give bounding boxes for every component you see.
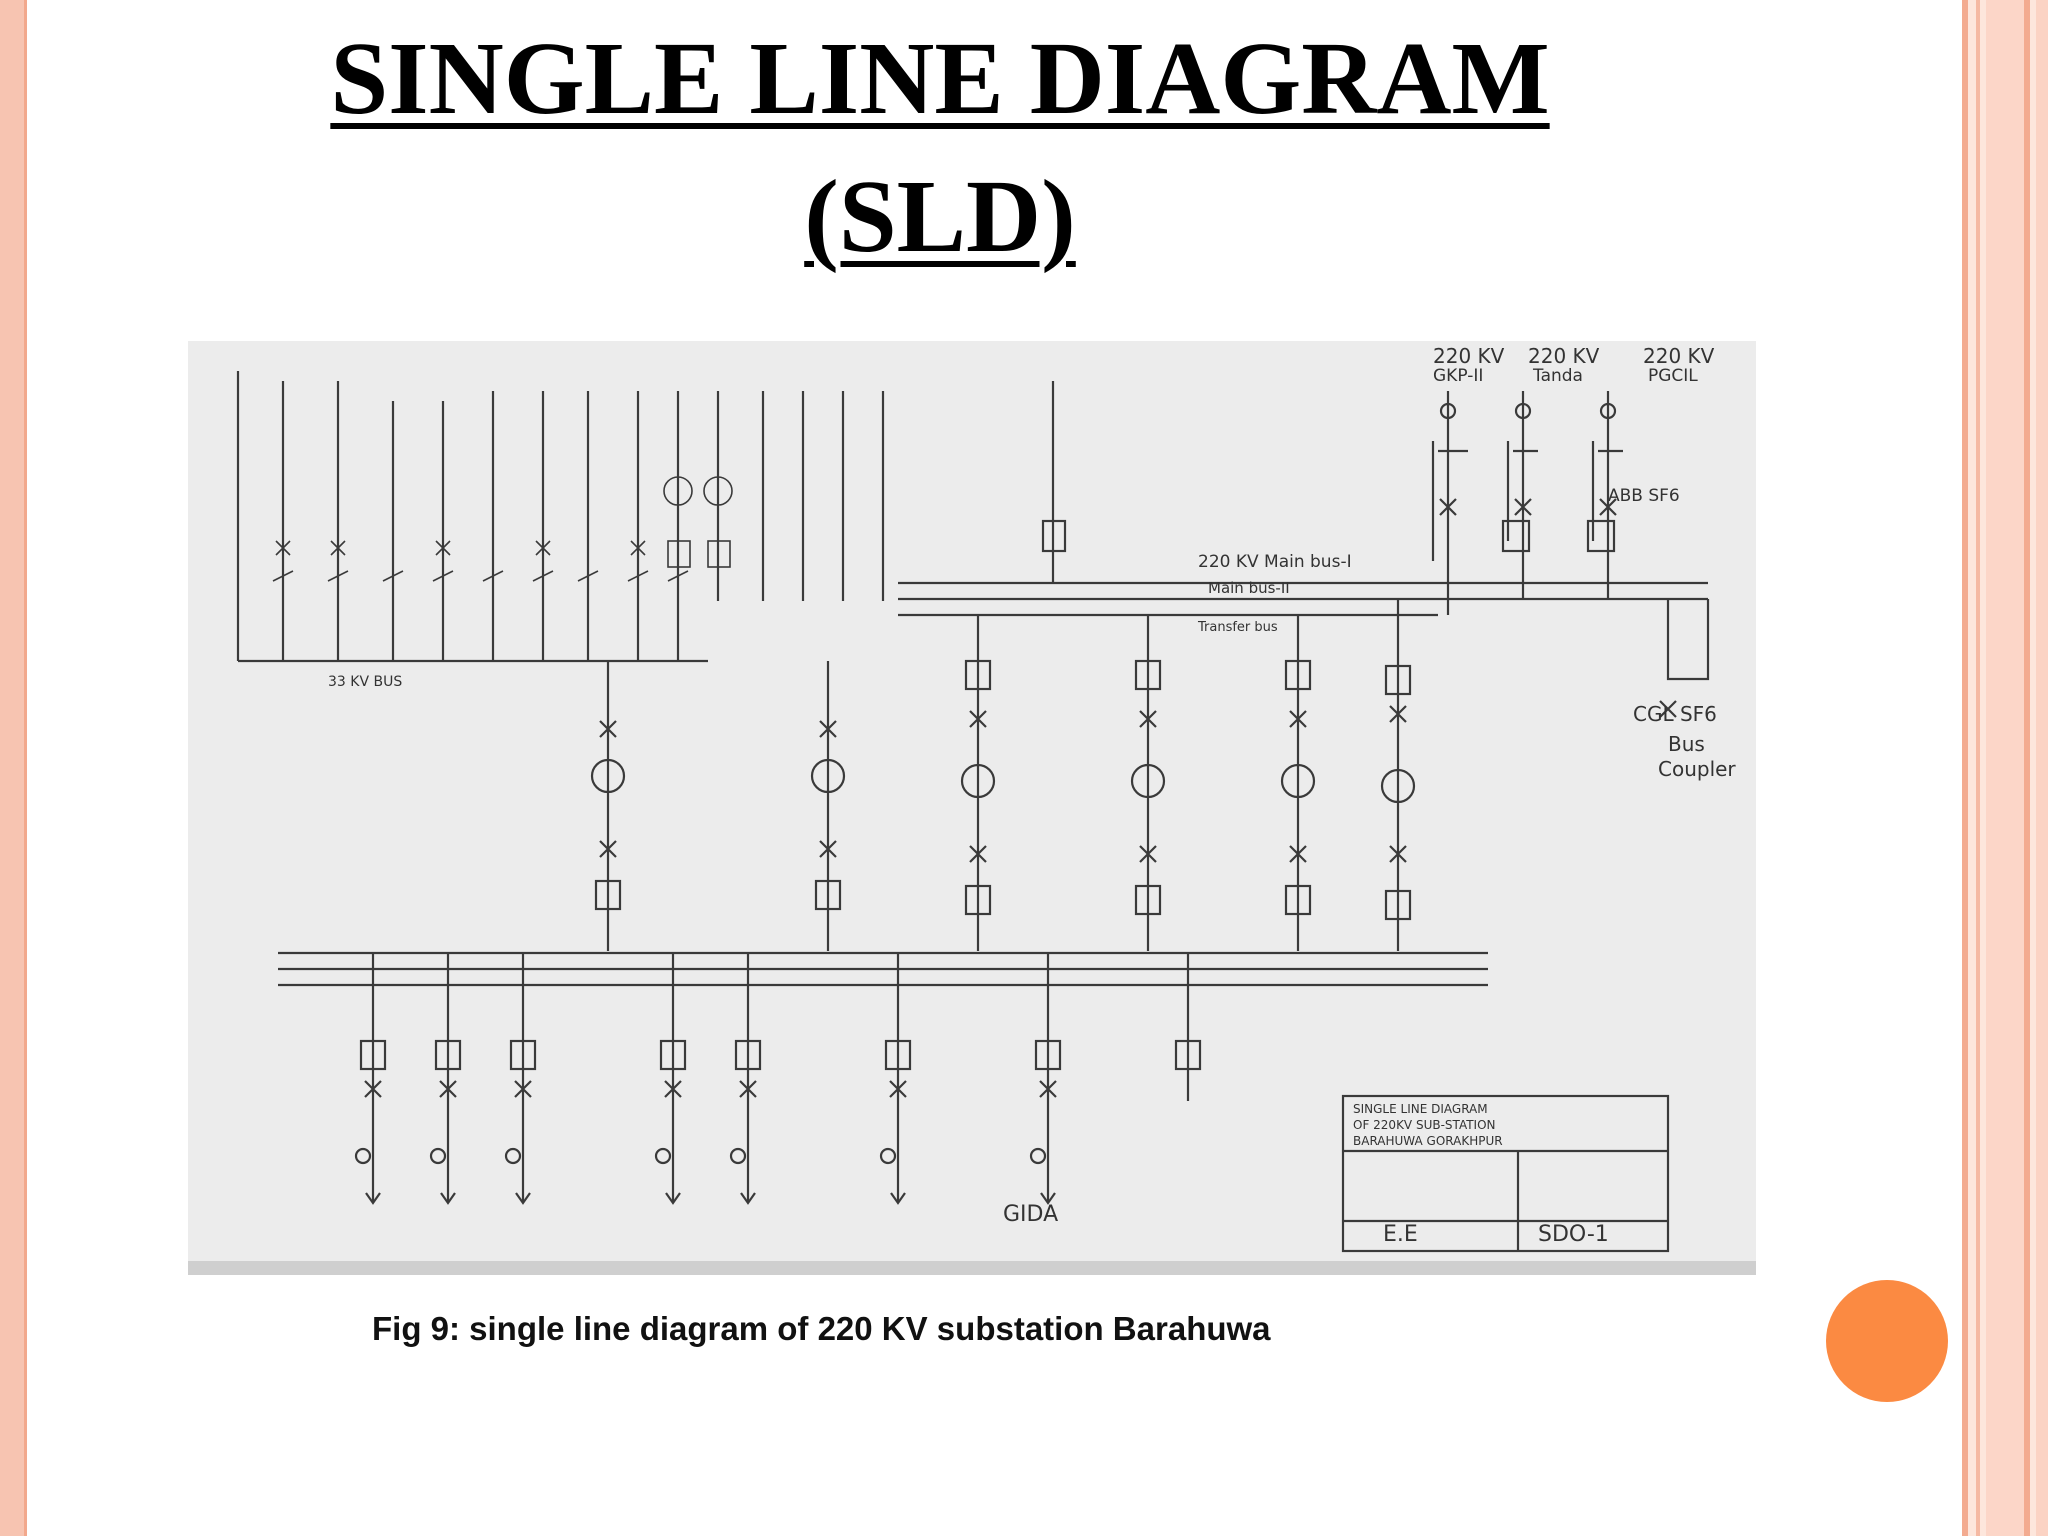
single-line-diagram-drawing: 220 KV GKP-II 220 KV Tanda 220 KV PGCIL … xyxy=(188,341,1756,1275)
svg-text:PGCIL: PGCIL xyxy=(1648,366,1698,386)
svg-text:OF 220KV SUB-STATION: OF 220KV SUB-STATION xyxy=(1353,1118,1496,1132)
slide-frame-left-line xyxy=(24,0,27,1536)
svg-text:GIDA: GIDA xyxy=(1003,1202,1058,1227)
slide-title-line2: (SLD) xyxy=(804,159,1076,274)
svg-text:SDO-1: SDO-1 xyxy=(1538,1222,1609,1247)
svg-text:220 KV Main bus-I: 220 KV Main bus-I xyxy=(1198,552,1352,572)
svg-text:Tanda: Tanda xyxy=(1532,366,1583,386)
svg-text:ABB SF6: ABB SF6 xyxy=(1608,486,1680,506)
svg-text:CGL SF6: CGL SF6 xyxy=(1633,702,1717,726)
slide-title: SINGLE LINE DIAGRAM (SLD) xyxy=(230,10,1650,286)
svg-text:Bus: Bus xyxy=(1668,732,1705,756)
slide-frame-left xyxy=(0,0,24,1536)
svg-text:SINGLE LINE DIAGRAM: SINGLE LINE DIAGRAM xyxy=(1353,1102,1488,1116)
single-line-diagram-image: 220 KV GKP-II 220 KV Tanda 220 KV PGCIL … xyxy=(188,341,1756,1275)
decorative-orange-dot xyxy=(1826,1280,1948,1402)
svg-text:E.E: E.E xyxy=(1383,1222,1418,1247)
slide-frame-right xyxy=(1962,0,2048,1536)
svg-text:220 KV: 220 KV xyxy=(1433,344,1505,368)
svg-text:220 KV: 220 KV xyxy=(1528,344,1600,368)
figure-caption: Fig 9: single line diagram of 220 KV sub… xyxy=(372,1310,1271,1347)
svg-text:Main bus-II: Main bus-II xyxy=(1208,579,1290,597)
svg-text:220 KV: 220 KV xyxy=(1643,344,1715,368)
svg-text:GKP-II: GKP-II xyxy=(1433,366,1483,386)
svg-text:BARAHUWA GORAKHPUR: BARAHUWA GORAKHPUR xyxy=(1353,1134,1503,1148)
slide-title-line1: SINGLE LINE DIAGRAM xyxy=(330,21,1550,136)
svg-text:Coupler: Coupler xyxy=(1658,757,1736,781)
svg-text:33 KV BUS: 33 KV BUS xyxy=(328,674,402,690)
svg-text:Transfer bus: Transfer bus xyxy=(1197,620,1278,635)
